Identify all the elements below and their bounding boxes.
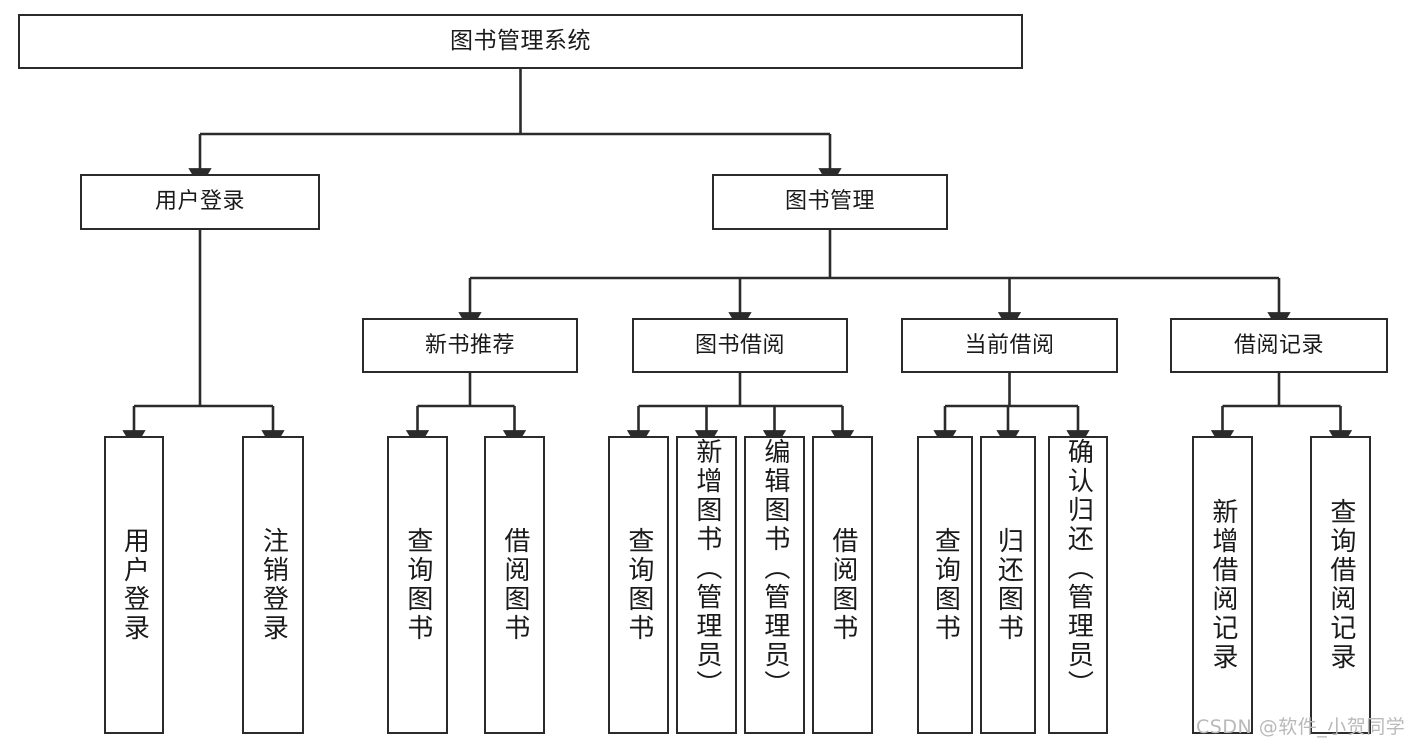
node-leaf-borrow-book-1[interactable]: 借阅图书: [484, 436, 545, 734]
node-leaf-add-record[interactable]: 新增借阅记录: [1192, 436, 1253, 734]
node-borrow-record[interactable]: 借阅记录: [1170, 318, 1388, 373]
node-leaf-query-book-3[interactable]: 查询图书: [917, 436, 973, 734]
csdn-watermark: CSDN @软件_小贺同学: [1196, 716, 1405, 738]
node-leaf-add-record-label: 新增借阅记录: [1207, 498, 1238, 672]
node-leaf-query-book-3-label: 查询图书: [930, 527, 961, 643]
node-leaf-confirm-return[interactable]: 确认归还（管理员）: [1048, 436, 1108, 734]
node-leaf-confirm-return-label: 确认归还（管理员）: [1063, 438, 1094, 699]
node-current-borrow[interactable]: 当前借阅: [901, 318, 1118, 373]
node-new-book-recommend[interactable]: 新书推荐: [362, 318, 578, 373]
node-leaf-return-book[interactable]: 归还图书: [980, 436, 1036, 734]
node-book-manage[interactable]: 图书管理: [712, 174, 948, 230]
node-borrow-record-label: 借阅记录: [1233, 332, 1324, 358]
node-leaf-borrow-book-2[interactable]: 借阅图书: [812, 436, 873, 734]
node-book-borrow[interactable]: 图书借阅: [632, 318, 848, 373]
node-current-borrow-label: 当前借阅: [964, 332, 1055, 358]
node-leaf-query-book-1-label: 查询图书: [402, 527, 433, 643]
node-leaf-query-record-label: 查询借阅记录: [1325, 498, 1356, 672]
node-leaf-add-book-label: 新增图书（管理员）: [691, 438, 722, 699]
node-leaf-borrow-book-1-label: 借阅图书: [499, 527, 530, 643]
node-user-login-label: 用户登录: [154, 189, 245, 215]
node-leaf-edit-book-label: 编辑图书（管理员）: [759, 438, 790, 699]
node-leaf-return-book-label: 归还图书: [993, 527, 1024, 643]
node-leaf-user-logout[interactable]: 注销登录: [242, 436, 304, 734]
node-leaf-borrow-book-2-label: 借阅图书: [827, 527, 858, 643]
node-leaf-edit-book[interactable]: 编辑图书（管理员）: [744, 436, 805, 734]
node-new-book-recommend-label: 新书推荐: [424, 332, 515, 358]
node-leaf-user-login[interactable]: 用户登录: [104, 436, 164, 734]
node-user-login[interactable]: 用户登录: [80, 174, 320, 230]
node-root[interactable]: 图书管理系统: [18, 14, 1023, 69]
node-root-label: 图书管理系统: [450, 28, 591, 55]
node-leaf-query-book-2[interactable]: 查询图书: [608, 436, 669, 734]
node-book-borrow-label: 图书借阅: [694, 332, 785, 358]
node-book-manage-label: 图书管理: [784, 189, 875, 215]
node-leaf-query-book-1[interactable]: 查询图书: [387, 436, 448, 734]
node-leaf-user-login-label: 用户登录: [119, 527, 150, 643]
node-leaf-user-logout-label: 注销登录: [258, 527, 289, 643]
node-leaf-query-book-2-label: 查询图书: [623, 527, 654, 643]
node-leaf-query-record[interactable]: 查询借阅记录: [1310, 436, 1371, 734]
node-leaf-add-book[interactable]: 新增图书（管理员）: [676, 436, 737, 734]
